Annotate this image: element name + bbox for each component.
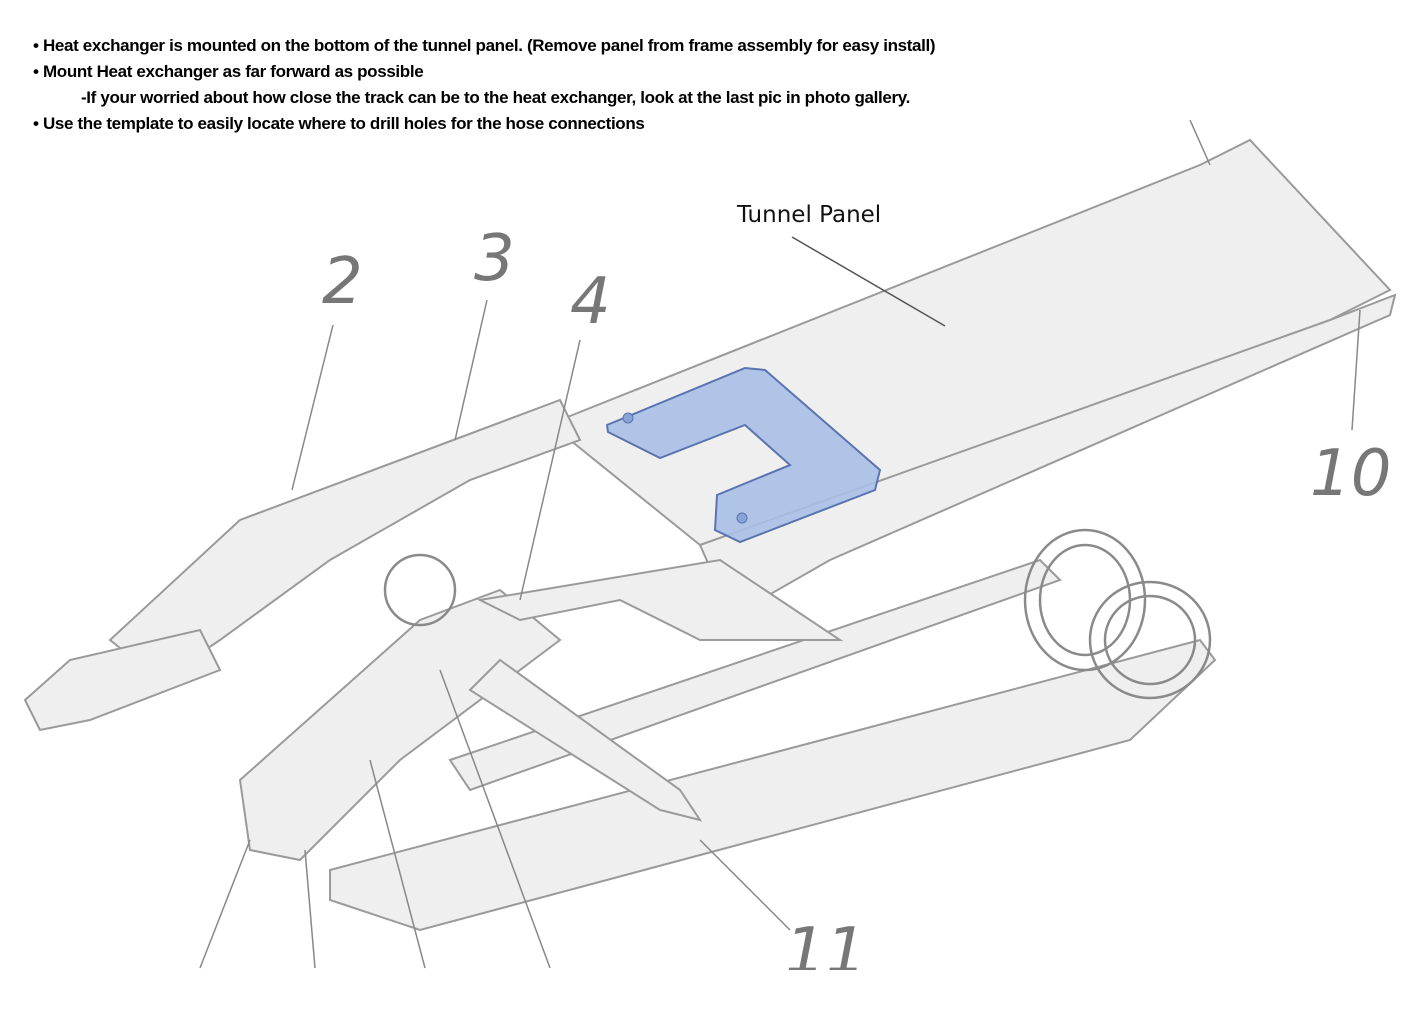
track-rail-upper (448, 558, 1062, 792)
bullet: • (33, 114, 39, 133)
swing-arm (238, 588, 562, 862)
instruction-text: Heat exchanger is mounted on the bottom … (42, 36, 936, 55)
part-number-11: 11 (785, 915, 867, 970)
instruction-list: • Heat exchanger is mounted on the botto… (33, 33, 936, 137)
instruction-item: • Heat exchanger is mounted on the botto… (33, 33, 936, 59)
frame (23, 138, 1397, 932)
instruction-text: Use the template to easily locate where … (42, 114, 645, 133)
front-arm (476, 558, 844, 641)
instruction-text: Mount Heat exchanger as far forward as p… (42, 62, 424, 81)
track-rail-lower (329, 638, 1217, 932)
leader-lines (199, 119, 1361, 969)
heat-exchanger (605, 366, 882, 544)
instruction-item: • Use the template to easily locate wher… (33, 111, 935, 137)
bullet: • (33, 62, 39, 81)
instruction-text: -If your worried about how close the tra… (81, 88, 910, 107)
instruction-item: • Mount Heat exchanger as far forward as… (33, 59, 935, 85)
part-number-10: 10 (1310, 437, 1392, 511)
tunnel-panel-callout: Tunnel Panel (737, 202, 882, 228)
part-number-2: 2 (322, 245, 363, 319)
shock (23, 628, 222, 732)
rear-link (468, 658, 703, 822)
bullet: • (33, 36, 39, 55)
part-number-3: 3 (474, 222, 515, 296)
part-number-4: 4 (570, 265, 611, 339)
instruction-subitem: -If your worried about how close the tra… (33, 85, 935, 111)
idler-wheels (383, 528, 1212, 700)
